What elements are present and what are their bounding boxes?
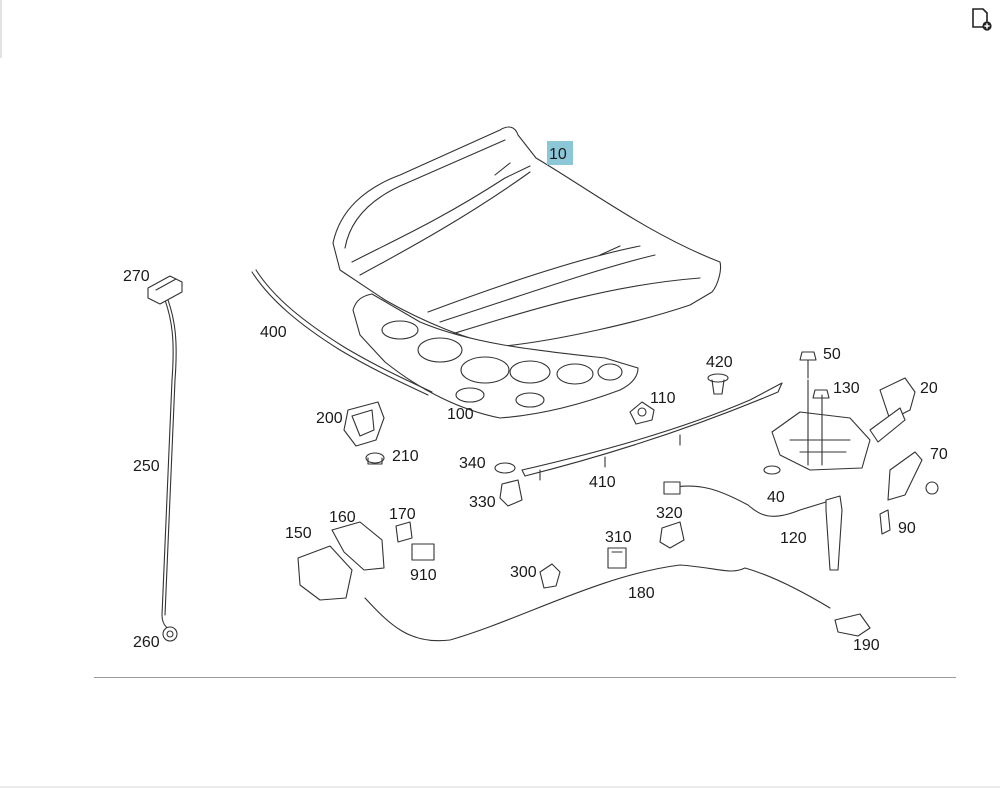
- part-label-250[interactable]: 250: [133, 458, 160, 475]
- clip-part[interactable]: [707, 373, 729, 395]
- washer-part[interactable]: [763, 465, 781, 475]
- part-label-10[interactable]: 10: [549, 146, 567, 163]
- part-label-270[interactable]: 270: [123, 268, 150, 285]
- part-label-190[interactable]: 190: [853, 637, 880, 654]
- stopper-part[interactable]: [629, 401, 655, 425]
- part-label-50[interactable]: 50: [823, 346, 841, 363]
- weatherstrip-part[interactable]: [251, 269, 433, 396]
- bottom-bar: [0, 786, 1000, 788]
- screw-part[interactable]: [879, 509, 891, 535]
- page-add-icon[interactable]: [968, 6, 994, 32]
- part-label-150[interactable]: 150: [285, 525, 312, 542]
- part-label-340[interactable]: 340: [459, 455, 486, 472]
- part-label-210[interactable]: 210: [392, 448, 419, 465]
- connector-part[interactable]: [607, 547, 627, 569]
- part-label-40[interactable]: 40: [767, 489, 785, 506]
- hood-lock-part[interactable]: [297, 521, 435, 601]
- part-label-180[interactable]: 180: [628, 585, 655, 602]
- part-label-300[interactable]: 300: [510, 564, 537, 581]
- part-label-170[interactable]: 170: [389, 506, 416, 523]
- release-handle-part[interactable]: [834, 613, 871, 637]
- hood-inner-panel-part[interactable]: [352, 293, 639, 419]
- rod-holder-part[interactable]: [147, 275, 183, 305]
- part-label-330[interactable]: 330: [469, 494, 496, 511]
- part-label-400[interactable]: 400: [260, 324, 287, 341]
- support-rod-part[interactable]: [161, 299, 177, 633]
- part-label-320[interactable]: 320: [656, 505, 683, 522]
- seal-strip-part[interactable]: [521, 382, 783, 481]
- hood-part[interactable]: [332, 126, 722, 347]
- part-label-120[interactable]: 120: [780, 530, 807, 547]
- part-label-130[interactable]: 130: [833, 380, 860, 397]
- side-bracket-part[interactable]: [887, 451, 939, 501]
- bracket-part[interactable]: [343, 401, 385, 447]
- nut-part[interactable]: [365, 452, 385, 465]
- part-label-260[interactable]: 260: [133, 634, 160, 651]
- part-label-20[interactable]: 20: [920, 380, 938, 397]
- part-label-310[interactable]: 310: [605, 529, 632, 546]
- hex-nut-part[interactable]: [812, 389, 830, 399]
- left-panel-edge: [0, 0, 2, 58]
- bolt-part[interactable]: [799, 351, 817, 379]
- switch-part[interactable]: [659, 521, 685, 549]
- release-cable-part[interactable]: [364, 564, 831, 642]
- lock-assembly-part[interactable]: [771, 377, 916, 471]
- part-label-200[interactable]: 200: [316, 410, 343, 427]
- part-label-160[interactable]: 160: [329, 509, 356, 526]
- retainer-part[interactable]: [539, 563, 561, 589]
- grommet-part[interactable]: [162, 626, 178, 642]
- part-labels: 10 20 40 50 70 90 100 110 120 130 150 16…: [123, 146, 948, 654]
- buffer-part[interactable]: [494, 462, 523, 507]
- part-label-910[interactable]: 910: [410, 567, 437, 584]
- actuator-part[interactable]: [663, 481, 843, 571]
- part-label-410[interactable]: 410: [589, 474, 616, 491]
- part-label-90[interactable]: 90: [898, 520, 916, 537]
- bottom-divider: [94, 677, 956, 678]
- part-label-100[interactable]: 100: [447, 406, 474, 423]
- highlight-box: [547, 141, 573, 165]
- part-label-70[interactable]: 70: [930, 446, 948, 463]
- part-label-420[interactable]: 420: [706, 354, 733, 371]
- part-label-110[interactable]: 110: [650, 390, 676, 407]
